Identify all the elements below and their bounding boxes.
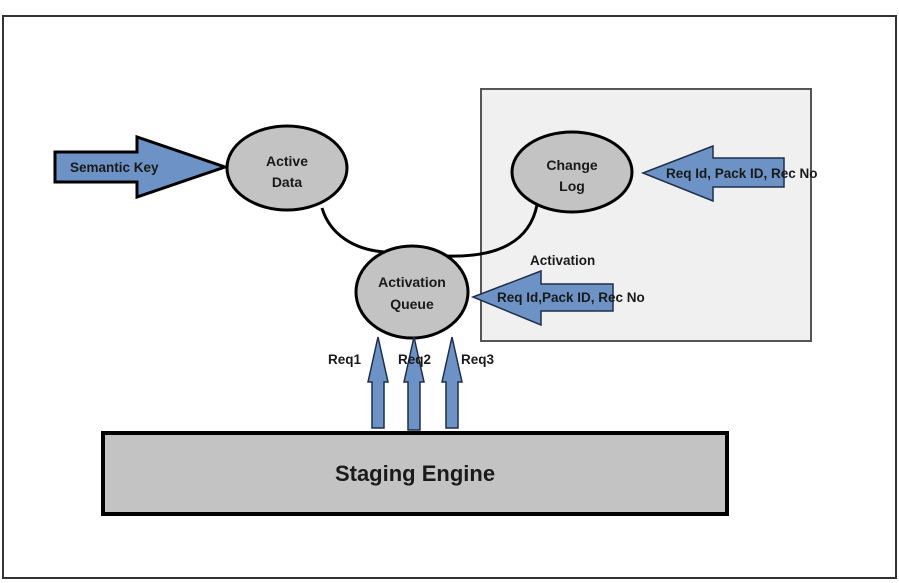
request-label-3: Req3 [461, 352, 495, 367]
change-log-arrow: Req Id, Pack ID, Rec No [640, 144, 818, 203]
staging-engine-label: Staging Engine [335, 461, 495, 486]
request-label-1: Req1 [328, 352, 362, 367]
active-data-label-line1: Active [266, 153, 308, 169]
activation-queue-node: Activation Queue [354, 244, 470, 340]
activation-queue-arrow: Req Id,Pack ID, Rec No [470, 269, 645, 327]
semantic-key-label: Semantic Key [70, 160, 159, 175]
change-log-arrow-label: Req Id, Pack ID, Rec No [666, 166, 818, 181]
request-arrow-1 [367, 336, 389, 429]
semantic-key-arrow: Semantic Key [53, 134, 230, 200]
activation-queue-arrow-label: Req Id,Pack ID, Rec No [497, 290, 645, 305]
change-log-label-line1: Change [546, 157, 598, 173]
change-log-node: Change Log [510, 130, 634, 214]
activation-queue-label-line1: Activation [378, 274, 446, 290]
active-data-label-line2: Data [272, 174, 303, 190]
staging-engine-box: Staging Engine [101, 431, 729, 516]
activation-label: Activation [530, 253, 595, 268]
change-log-label-line2: Log [559, 178, 585, 194]
request-label-2: Req2 [398, 352, 431, 367]
active-data-node: Active Data [225, 124, 349, 212]
activation-queue-label-line2: Queue [390, 296, 434, 312]
request-arrow-2 [403, 336, 425, 431]
request-arrow-3 [441, 336, 463, 429]
